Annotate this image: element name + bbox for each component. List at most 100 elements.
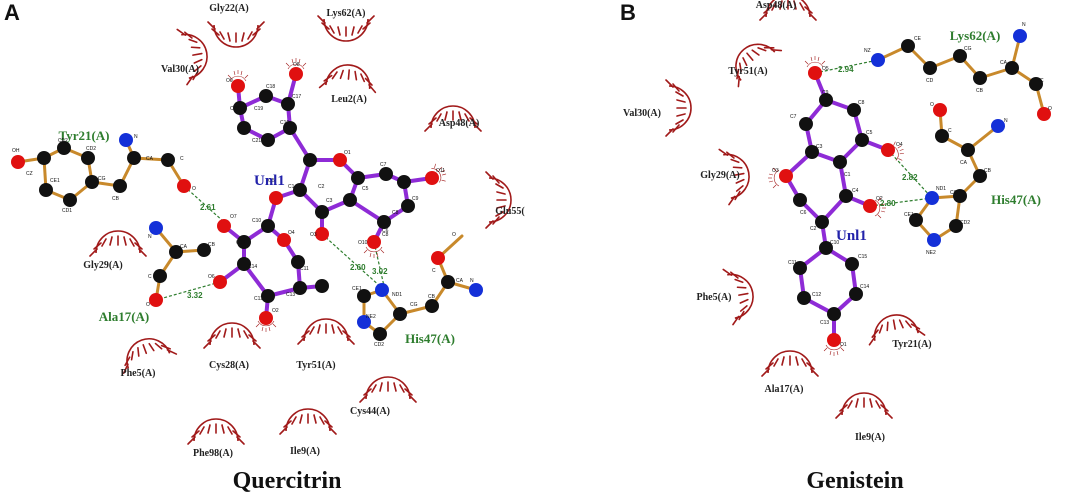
residue-label-tyr51: Tyr51(A) xyxy=(296,360,335,371)
svg-text:CD2: CD2 xyxy=(86,146,96,152)
svg-text:O: O xyxy=(930,102,934,108)
svg-text:O2: O2 xyxy=(272,308,279,314)
svg-text:OH: OH xyxy=(12,148,20,154)
ligand-label-b: Unl1 xyxy=(836,228,867,244)
svg-text:O: O xyxy=(452,232,456,238)
svg-text:CE1: CE1 xyxy=(904,212,914,218)
panel-a: Gly22(A) Lys62(A) Val30(A) Leu2(A) Asp48… xyxy=(11,3,525,459)
svg-text:C2: C2 xyxy=(318,184,325,190)
svg-text:C3: C3 xyxy=(816,144,823,150)
hbond-distance-a-3: 2.60 xyxy=(350,263,366,272)
svg-text:O2: O2 xyxy=(876,196,883,202)
svg-text:CA: CA xyxy=(146,156,154,162)
svg-text:C19: C19 xyxy=(254,106,263,112)
svg-text:C9: C9 xyxy=(822,90,829,96)
svg-text:CG: CG xyxy=(410,302,418,308)
svg-text:CA: CA xyxy=(1000,60,1008,66)
hbond-distance-b-1: 2.94 xyxy=(838,65,854,74)
svg-text:NE2: NE2 xyxy=(366,314,376,320)
svg-text:N: N xyxy=(470,278,474,284)
residue-label-val30: Val30(A) xyxy=(161,64,199,75)
residue-label-gly29-b: Gly29(A) xyxy=(700,170,739,181)
residue-label-cys44: Cys44(A) xyxy=(350,406,390,417)
svg-text:CG: CG xyxy=(964,46,972,52)
svg-text:CB: CB xyxy=(976,88,984,94)
svg-text:CA: CA xyxy=(180,244,188,250)
svg-text:N: N xyxy=(134,134,138,140)
green-residue-ala17: Ala17(A) xyxy=(99,309,150,324)
svg-text:CE1: CE1 xyxy=(352,286,362,292)
svg-text:C1: C1 xyxy=(844,172,851,178)
svg-text:ND1: ND1 xyxy=(936,186,946,192)
svg-text:C7: C7 xyxy=(790,114,797,120)
svg-text:C13: C13 xyxy=(820,320,829,326)
hydrophobic-markers-b xyxy=(665,0,926,419)
hbonds-b xyxy=(814,59,933,207)
svg-text:C12: C12 xyxy=(254,296,263,302)
svg-text:C12: C12 xyxy=(812,292,821,298)
svg-text:C7: C7 xyxy=(380,162,387,168)
svg-text:C15: C15 xyxy=(858,254,867,260)
residue-label-val30-b: Val30(A) xyxy=(623,108,661,119)
svg-text:C4: C4 xyxy=(344,200,351,206)
svg-text:O: O xyxy=(192,186,196,192)
svg-text:C5: C5 xyxy=(866,130,873,136)
atoms-b xyxy=(779,29,1051,347)
svg-text:C: C xyxy=(148,274,152,280)
svg-text:CD1: CD1 xyxy=(62,208,72,214)
svg-text:C: C xyxy=(180,156,184,162)
panel-title-quercitrin: Quercitrin xyxy=(233,468,342,494)
svg-text:C15: C15 xyxy=(236,240,245,246)
ligand-label-a: Unl1 xyxy=(254,173,285,189)
svg-text:O: O xyxy=(146,302,150,308)
svg-text:C16: C16 xyxy=(280,120,289,126)
svg-text:C11: C11 xyxy=(788,260,797,266)
svg-text:O8: O8 xyxy=(293,62,300,68)
panel-title-genistein: Genistein xyxy=(806,468,903,494)
svg-text:NE2: NE2 xyxy=(926,250,936,256)
svg-text:O1: O1 xyxy=(344,150,351,156)
svg-text:O3: O3 xyxy=(772,168,779,174)
panel-letter-b: B xyxy=(620,0,636,25)
residue-label-ile9-b: Ile9(A) xyxy=(855,432,885,443)
residue-label-asp48: Asp48(A) xyxy=(439,118,480,129)
svg-text:C13: C13 xyxy=(286,292,295,298)
residue-label-cys28: Cys28(A) xyxy=(209,360,249,371)
svg-text:O: O xyxy=(1048,106,1052,112)
svg-text:C17: C17 xyxy=(292,94,301,100)
hbond-distance-b-2: 2.82 xyxy=(902,173,918,182)
svg-text:C: C xyxy=(432,268,436,274)
svg-text:C10: C10 xyxy=(252,218,261,224)
svg-text:NZ: NZ xyxy=(864,48,871,54)
ala17-bonds xyxy=(154,226,206,302)
svg-text:CB: CB xyxy=(208,242,216,248)
svg-text:O7: O7 xyxy=(230,214,237,220)
green-residue-his47-b: His47(A) xyxy=(991,192,1041,207)
svg-text:C5: C5 xyxy=(362,186,369,192)
panel-letter-a: A xyxy=(4,0,20,25)
svg-text:C1: C1 xyxy=(288,184,295,190)
hbond-distance-a-4: 3.02 xyxy=(372,267,388,276)
svg-text:CD2: CD2 xyxy=(960,220,970,226)
svg-text:C14: C14 xyxy=(860,284,869,290)
svg-text:O9: O9 xyxy=(226,78,233,84)
svg-text:O4: O4 xyxy=(288,230,295,236)
svg-text:C: C xyxy=(1040,78,1044,84)
svg-text:C8: C8 xyxy=(382,232,389,238)
svg-text:C14: C14 xyxy=(248,264,257,270)
svg-text:CB: CB xyxy=(428,294,436,300)
residue-label-tyr51-b: Tyr51(A) xyxy=(728,66,767,77)
green-residue-his47: His47(A) xyxy=(405,331,455,346)
atom-labels-b: O5 C9 C8 C7 C5 O4 C3 O3 C1 C6 C4 O2 C2 C… xyxy=(772,22,1052,348)
svg-text:C20: C20 xyxy=(230,106,239,112)
svg-text:O6: O6 xyxy=(208,274,215,280)
svg-text:C3: C3 xyxy=(326,198,333,204)
svg-text:O5: O5 xyxy=(822,66,829,72)
svg-text:C9: C9 xyxy=(412,196,419,202)
svg-text:C: C xyxy=(948,128,952,134)
svg-text:O11: O11 xyxy=(436,168,445,174)
svg-text:O5: O5 xyxy=(268,178,275,184)
residue-label-ala17-b: Ala17(A) xyxy=(765,384,804,395)
svg-text:C6: C6 xyxy=(382,228,389,234)
